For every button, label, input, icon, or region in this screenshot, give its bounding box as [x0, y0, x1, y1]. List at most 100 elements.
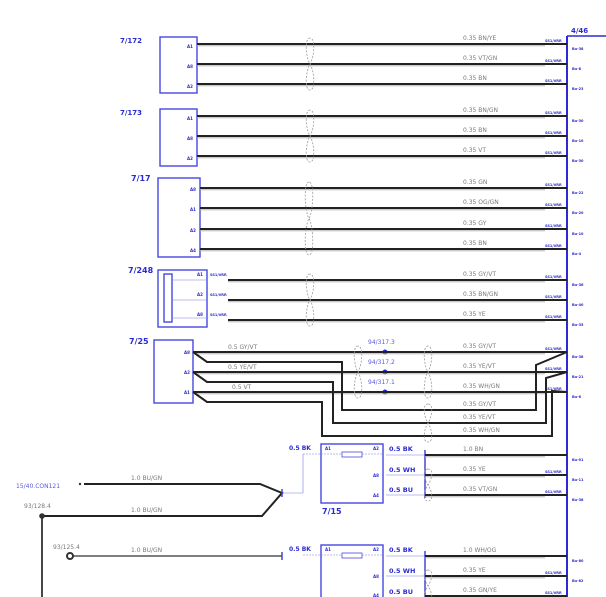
harness-pin-label: Bu-6 [572, 395, 582, 399]
inner-wire-label: 0.5 YE/VT [228, 364, 257, 371]
harness-pin-label: Bu-4 [572, 252, 582, 256]
twisted-pair-icon [423, 569, 433, 597]
pin-label: A2 [187, 84, 193, 89]
harness-pin-label: Bu-10 [572, 232, 584, 236]
pin-label: A1 [190, 207, 196, 212]
feed-label: 93/125.4 [53, 544, 80, 551]
shield-label: SS1/VRR [545, 151, 562, 155]
wire-label: 0.35 BN/GN [463, 291, 498, 298]
shield-label: SS1/VRR [545, 347, 562, 351]
inner-wire-label: 0.5 VT [232, 384, 252, 391]
twisted-pair-icon [423, 345, 433, 399]
pin-label: A2 [197, 292, 203, 297]
shield-label: SS1/VRR [545, 490, 562, 494]
shield-label: SS1/VRR [545, 367, 562, 371]
wire-label: 1.0 WH/OG [463, 547, 497, 554]
wire-label: 0.35 WH/GN [463, 427, 500, 434]
shield-label: SS1/VRR [545, 275, 562, 279]
wire-label: 0.35 GY/VT [463, 343, 496, 350]
pin-label: A1 [184, 390, 190, 395]
wire-label: 0.35 BN [463, 240, 487, 247]
output-wire-label: 0.5 BU [389, 486, 413, 494]
feed-wires: 15/40.CON121 1.0 BU/GN 93/128.4 1.0 BU/G… [16, 475, 284, 597]
component-7-172[interactable]: 7/172 A1 A8 A2 [120, 36, 198, 94]
harness-pin-label: Bu-23 [572, 87, 584, 91]
wire-label: 0.35 VT [463, 147, 486, 154]
shield-label: SS1/VRR [545, 79, 562, 83]
resistor-icon [341, 552, 363, 559]
shield-label: SS1/VRR [545, 39, 562, 43]
shield-label: SS1/VRR [545, 315, 562, 319]
feed-wire-label: 1.0 BU/GN [131, 475, 162, 482]
harness-pin-label: Bu-11 [572, 478, 584, 482]
harness-pin-label: Bu-80 [572, 559, 584, 563]
pin-label: A1 [187, 116, 193, 121]
wire-label: 0.35 VT/GN [463, 55, 497, 62]
wire-label: 0.35 YE/VT [463, 363, 496, 370]
component-7-15[interactable]: 0.5 BK A1 A2 A8 A4 7/15 0.5 BK 0.5 WH 0.… [283, 443, 426, 516]
input-wire-label: 0.5 BK [289, 546, 311, 553]
wire [192, 351, 568, 411]
component-label: 7/17 [131, 174, 151, 183]
wire-label: 0.35 VT/GN [463, 486, 497, 493]
twisted-pair-icon [423, 468, 433, 502]
component-box [157, 269, 208, 328]
splice-label: 94/317.2 [368, 359, 395, 366]
wire [192, 371, 568, 424]
harness-pin-label: Bu-82 [572, 579, 584, 583]
shield-label: SS1/VRR [545, 387, 562, 391]
harness-pin-label: Bu-30 [572, 119, 584, 123]
pin-label: A2 [184, 370, 190, 375]
component-7-173[interactable]: 7/173 A1 A8 A2 [120, 108, 198, 167]
output-wire-label: 0.5 WH [389, 466, 415, 474]
inner-wire-label: 0.5 GY/VT [228, 344, 258, 351]
pin-label: A2 [373, 547, 379, 552]
wire-label: 0.35 GY [463, 220, 487, 227]
component-label: 7/15 [322, 507, 342, 516]
harness-pin-label: Bu-10 [572, 139, 584, 143]
twisted-pair-icon [305, 37, 315, 91]
feed-wire-label: 1.0 BU/GN [131, 507, 162, 514]
shield-label: SS1/VRR [545, 571, 562, 575]
shield-label: SS1/VRR [210, 313, 227, 317]
wire-label: 0.35 WH/GN [463, 383, 500, 390]
harness-pin-label: Bu-30 [572, 159, 584, 163]
wire-label: 0.35 YE [463, 466, 486, 473]
shield-label: SS1/VRR [545, 224, 562, 228]
pin-label: A8 [187, 64, 193, 69]
wire-label: 0.35 GY/VT [463, 401, 496, 408]
pin-label: A8 [197, 312, 203, 317]
pin-label: A8 [373, 473, 379, 478]
wire-label: 0.35 BN [463, 75, 487, 82]
component-inner-bar [163, 273, 173, 323]
component-7-25[interactable]: 7/25 A8 A2 A1 0.5 GY/VT 0.5 YE/VT 0.5 VT… [129, 337, 395, 404]
pin-label: A1 [187, 44, 193, 49]
output-wire-label: 0.5 BK [389, 546, 414, 554]
harness-pin-label: Bu-38 [572, 47, 584, 51]
shield-label: SS1/VRR [545, 203, 562, 207]
component-7-248[interactable]: 7/248 A1 A2 A8 SS1/VRR SS1/VRR SS1/VRR [128, 266, 227, 328]
wire-label: 0.35 YE [463, 567, 486, 574]
wire-label: 1.0 BN [463, 446, 483, 453]
component-label: 7/248 [128, 266, 154, 275]
pin-label: A1 [325, 547, 331, 552]
harness-pin-label: Bu-01 [572, 458, 584, 462]
component-7-16[interactable]: 0.5 BK A1 A2 A8 A4 0.5 BK 0.5 WH 0.5 BU [289, 544, 426, 597]
pin-label: A4 [373, 593, 379, 597]
wire-label: 0.35 YE/VT [463, 414, 496, 421]
shield-label: SS1/VRR [545, 59, 562, 63]
harness-pin-label: Bu-38 [572, 498, 584, 502]
pin-label: A4 [190, 248, 196, 253]
wire-label: 0.35 GY/VT [463, 271, 496, 278]
splice-label: 94/317.1 [368, 379, 395, 386]
pin-label: A2 [190, 228, 196, 233]
resistor-icon [341, 451, 363, 458]
component-7-17[interactable]: 7/17 A8 A1 A2 A4 [131, 174, 201, 258]
output-wire-label: 0.5 WH [389, 567, 415, 575]
pin-label: A2 [373, 446, 379, 451]
splice-label: 94/317.3 [368, 339, 395, 346]
shield-label: SS1/VRR [545, 183, 562, 187]
harness-connector-4-46[interactable]: 4/46 Bu-38Bu-8Bu-23Bu-30Bu-10Bu-30Bu-22B… [566, 27, 606, 597]
input-wire-label: 0.5 BK [289, 445, 311, 452]
